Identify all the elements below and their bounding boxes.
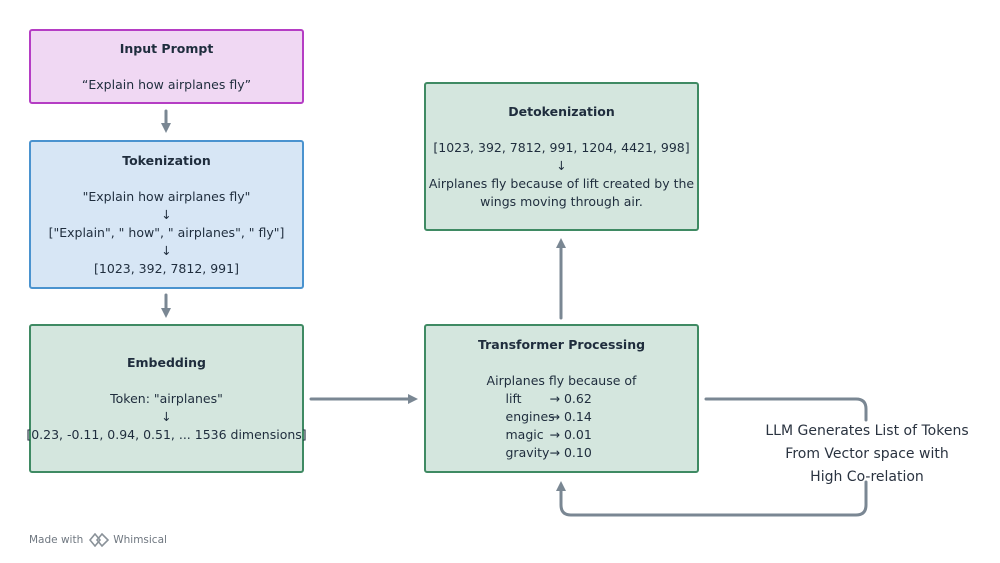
- loop-connector-top: [704, 397, 868, 422]
- candidate-probability: → 0.01: [549, 426, 592, 442]
- transformer-processing-node: Transformer Processing Airplanes fly bec…: [424, 324, 699, 473]
- loop-connector-bottom: [556, 480, 868, 517]
- down-arrow-icon: ↓: [161, 206, 172, 222]
- input-prompt-node: Input Prompt “Explain how airplanes fly”: [29, 29, 304, 104]
- candidate-word: lift: [505, 390, 522, 406]
- footer-attribution: Made with Whimsical: [29, 533, 167, 547]
- detokenization-title: Detokenization: [508, 103, 615, 119]
- down-arrow-icon: ↓: [161, 408, 172, 424]
- tokenization-line-ids: [1023, 392, 7812, 991]: [94, 260, 239, 276]
- brand-name: Whimsical: [113, 534, 167, 546]
- probability-row: gravity → 0.10: [492, 444, 632, 462]
- candidate-word: magic: [505, 426, 544, 442]
- candidate-word: gravity: [505, 444, 550, 460]
- candidate-word: engines: [505, 408, 555, 424]
- tokenization-line-tokens: ["Explain", " how", " airplanes", " fly"…: [48, 224, 285, 240]
- probability-row: lift → 0.62: [492, 390, 632, 408]
- loop-annotation-line: From Vector space with: [785, 446, 949, 462]
- loop-annotation-line: LLM Generates List of Tokens: [765, 423, 969, 439]
- embedding-title: Embedding: [126, 354, 207, 370]
- tokenization-node: Tokenization "Explain how airplanes fly"…: [29, 140, 304, 289]
- input-prompt-title: Input Prompt: [119, 40, 214, 56]
- loop-annotation: LLM Generates List of Tokens From Vector…: [752, 420, 982, 489]
- embedding-line-token: Token: "airplanes": [110, 390, 223, 406]
- transformer-title: Transformer Processing: [477, 336, 646, 352]
- loop-annotation-line: High Co-relation: [810, 469, 924, 485]
- probability-row: engines → 0.14: [492, 408, 632, 426]
- transformer-intro: Airplanes fly because of: [486, 372, 637, 388]
- embedding-line-vector: [0.23, -0.11, 0.94, 0.51, ... 1536 dimen…: [26, 426, 307, 442]
- candidate-probability: → 0.10: [549, 444, 592, 460]
- down-arrow-icon: ↓: [161, 242, 172, 258]
- detokenization-node: Detokenization [1023, 392, 7812, 991, 12…: [424, 82, 699, 231]
- probability-row: magic → 0.01: [492, 426, 632, 444]
- made-with-text: Made with: [29, 534, 84, 546]
- detokenization-line-ids: [1023, 392, 7812, 991, 1204, 4421, 998]: [433, 139, 690, 155]
- down-arrow-icon: ↓: [556, 157, 567, 173]
- embedding-node: Embedding Token: "airplanes" ↓ [0.23, -0…: [26, 324, 307, 473]
- detokenization-line-output-1: Airplanes fly because of lift created by…: [428, 175, 695, 191]
- tokenization-line-prompt: "Explain how airplanes fly": [82, 188, 251, 204]
- tokenization-title: Tokenization: [122, 152, 211, 168]
- candidate-probability: → 0.62: [549, 390, 592, 406]
- input-prompt-text: “Explain how airplanes fly”: [81, 76, 252, 92]
- whimsical-logo-icon: [89, 533, 110, 547]
- candidate-probability: → 0.14: [549, 408, 592, 424]
- detokenization-line-output-2: wings moving through air.: [480, 193, 643, 209]
